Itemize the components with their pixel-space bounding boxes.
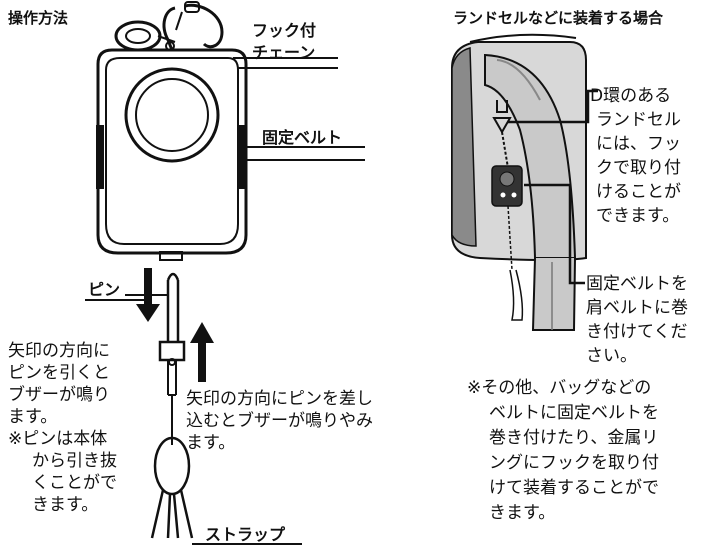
label-hook-chain: フック付 チェーン	[252, 20, 316, 64]
right-panel-title: ランドセルなどに装着する場合	[453, 9, 664, 27]
buzzer-device	[96, 1, 248, 261]
note-line: き付けてくだ	[586, 322, 688, 342]
note-other: ※その他、バッグなどの ベルトに固定ベルトを 巻き付けたり、金属リ ングにフック…	[467, 376, 659, 526]
note-line: 固定ベルトを	[586, 274, 688, 294]
note-line: クで取り付	[596, 158, 681, 178]
note-line: には、フッ	[596, 134, 681, 154]
note-pull-pin: 矢印の方向に ピンを引くと ブザーが鳴り ます。	[8, 340, 110, 428]
note-line: けて装着することがで	[489, 478, 659, 498]
label-strap: ストラップ	[205, 525, 286, 544]
note-line: ます。	[186, 433, 236, 453]
note-line: できます。	[596, 206, 680, 226]
note-line: きます。	[32, 495, 99, 515]
note-line: 巻き付けたり、金属リ	[489, 428, 659, 448]
pin-and-strap	[125, 272, 194, 539]
note-line: ※ピンは本体	[8, 429, 108, 449]
note-d-ring: D環のある ランドセル には、フッ クで取り付 けることが できます。	[590, 84, 681, 228]
note-line: ベルトに固定ベルトを	[489, 403, 659, 423]
note-line: 矢印の方向に	[8, 341, 110, 361]
device-body-outline	[96, 48, 248, 255]
label-fixed-belt: 固定ベルト	[262, 128, 343, 147]
pull-arrow	[136, 268, 160, 322]
note-line: くことがで	[32, 473, 117, 493]
note-line: D環のある	[590, 86, 672, 106]
note-line: さい。	[586, 346, 637, 366]
left-panel-title: 操作方法	[8, 9, 69, 27]
school-bag	[451, 33, 587, 331]
label-hook-chain-line: フック付	[252, 21, 317, 40]
note-line: 込むとブザーが鳴りやみ	[186, 411, 373, 431]
note-insert-pin: 矢印の方向にピンを差し 込むとブザーが鳴りやみ ます。	[186, 388, 373, 454]
note-line: ます。	[8, 407, 58, 427]
note-line: ※その他、バッグなどの	[467, 378, 652, 398]
insert-arrow	[190, 322, 214, 382]
belt-band-left	[96, 125, 104, 189]
label-pin: ピン	[88, 280, 121, 299]
note-line: 肩ベルトに巻	[586, 298, 688, 318]
speaker-grill	[124, 67, 220, 163]
note-line: から引き抜	[32, 451, 117, 471]
leader-lines-left	[85, 57, 365, 545]
note-line: きます。	[489, 503, 556, 523]
note-line: ブザーが鳴り	[8, 385, 110, 405]
label-hook-chain-line: チェーン	[252, 43, 316, 62]
note-shoulder-belt: 固定ベルトを 肩ベルトに巻 き付けてくだ さい。	[586, 272, 688, 368]
note-line: ピンを引くと	[8, 363, 110, 383]
leader-lines-right	[508, 89, 598, 285]
note-line: ランドセル	[596, 110, 681, 130]
note-line: けることが	[596, 182, 681, 202]
note-line: ングにフックを取り付	[489, 453, 659, 473]
note-line: 矢印の方向にピンを差し	[186, 389, 373, 409]
note-pin-removable: ※ピンは本体 から引き抜 くことがで きます。	[8, 428, 117, 516]
hook-clip	[114, 1, 224, 52]
belt-band-right	[239, 125, 247, 189]
